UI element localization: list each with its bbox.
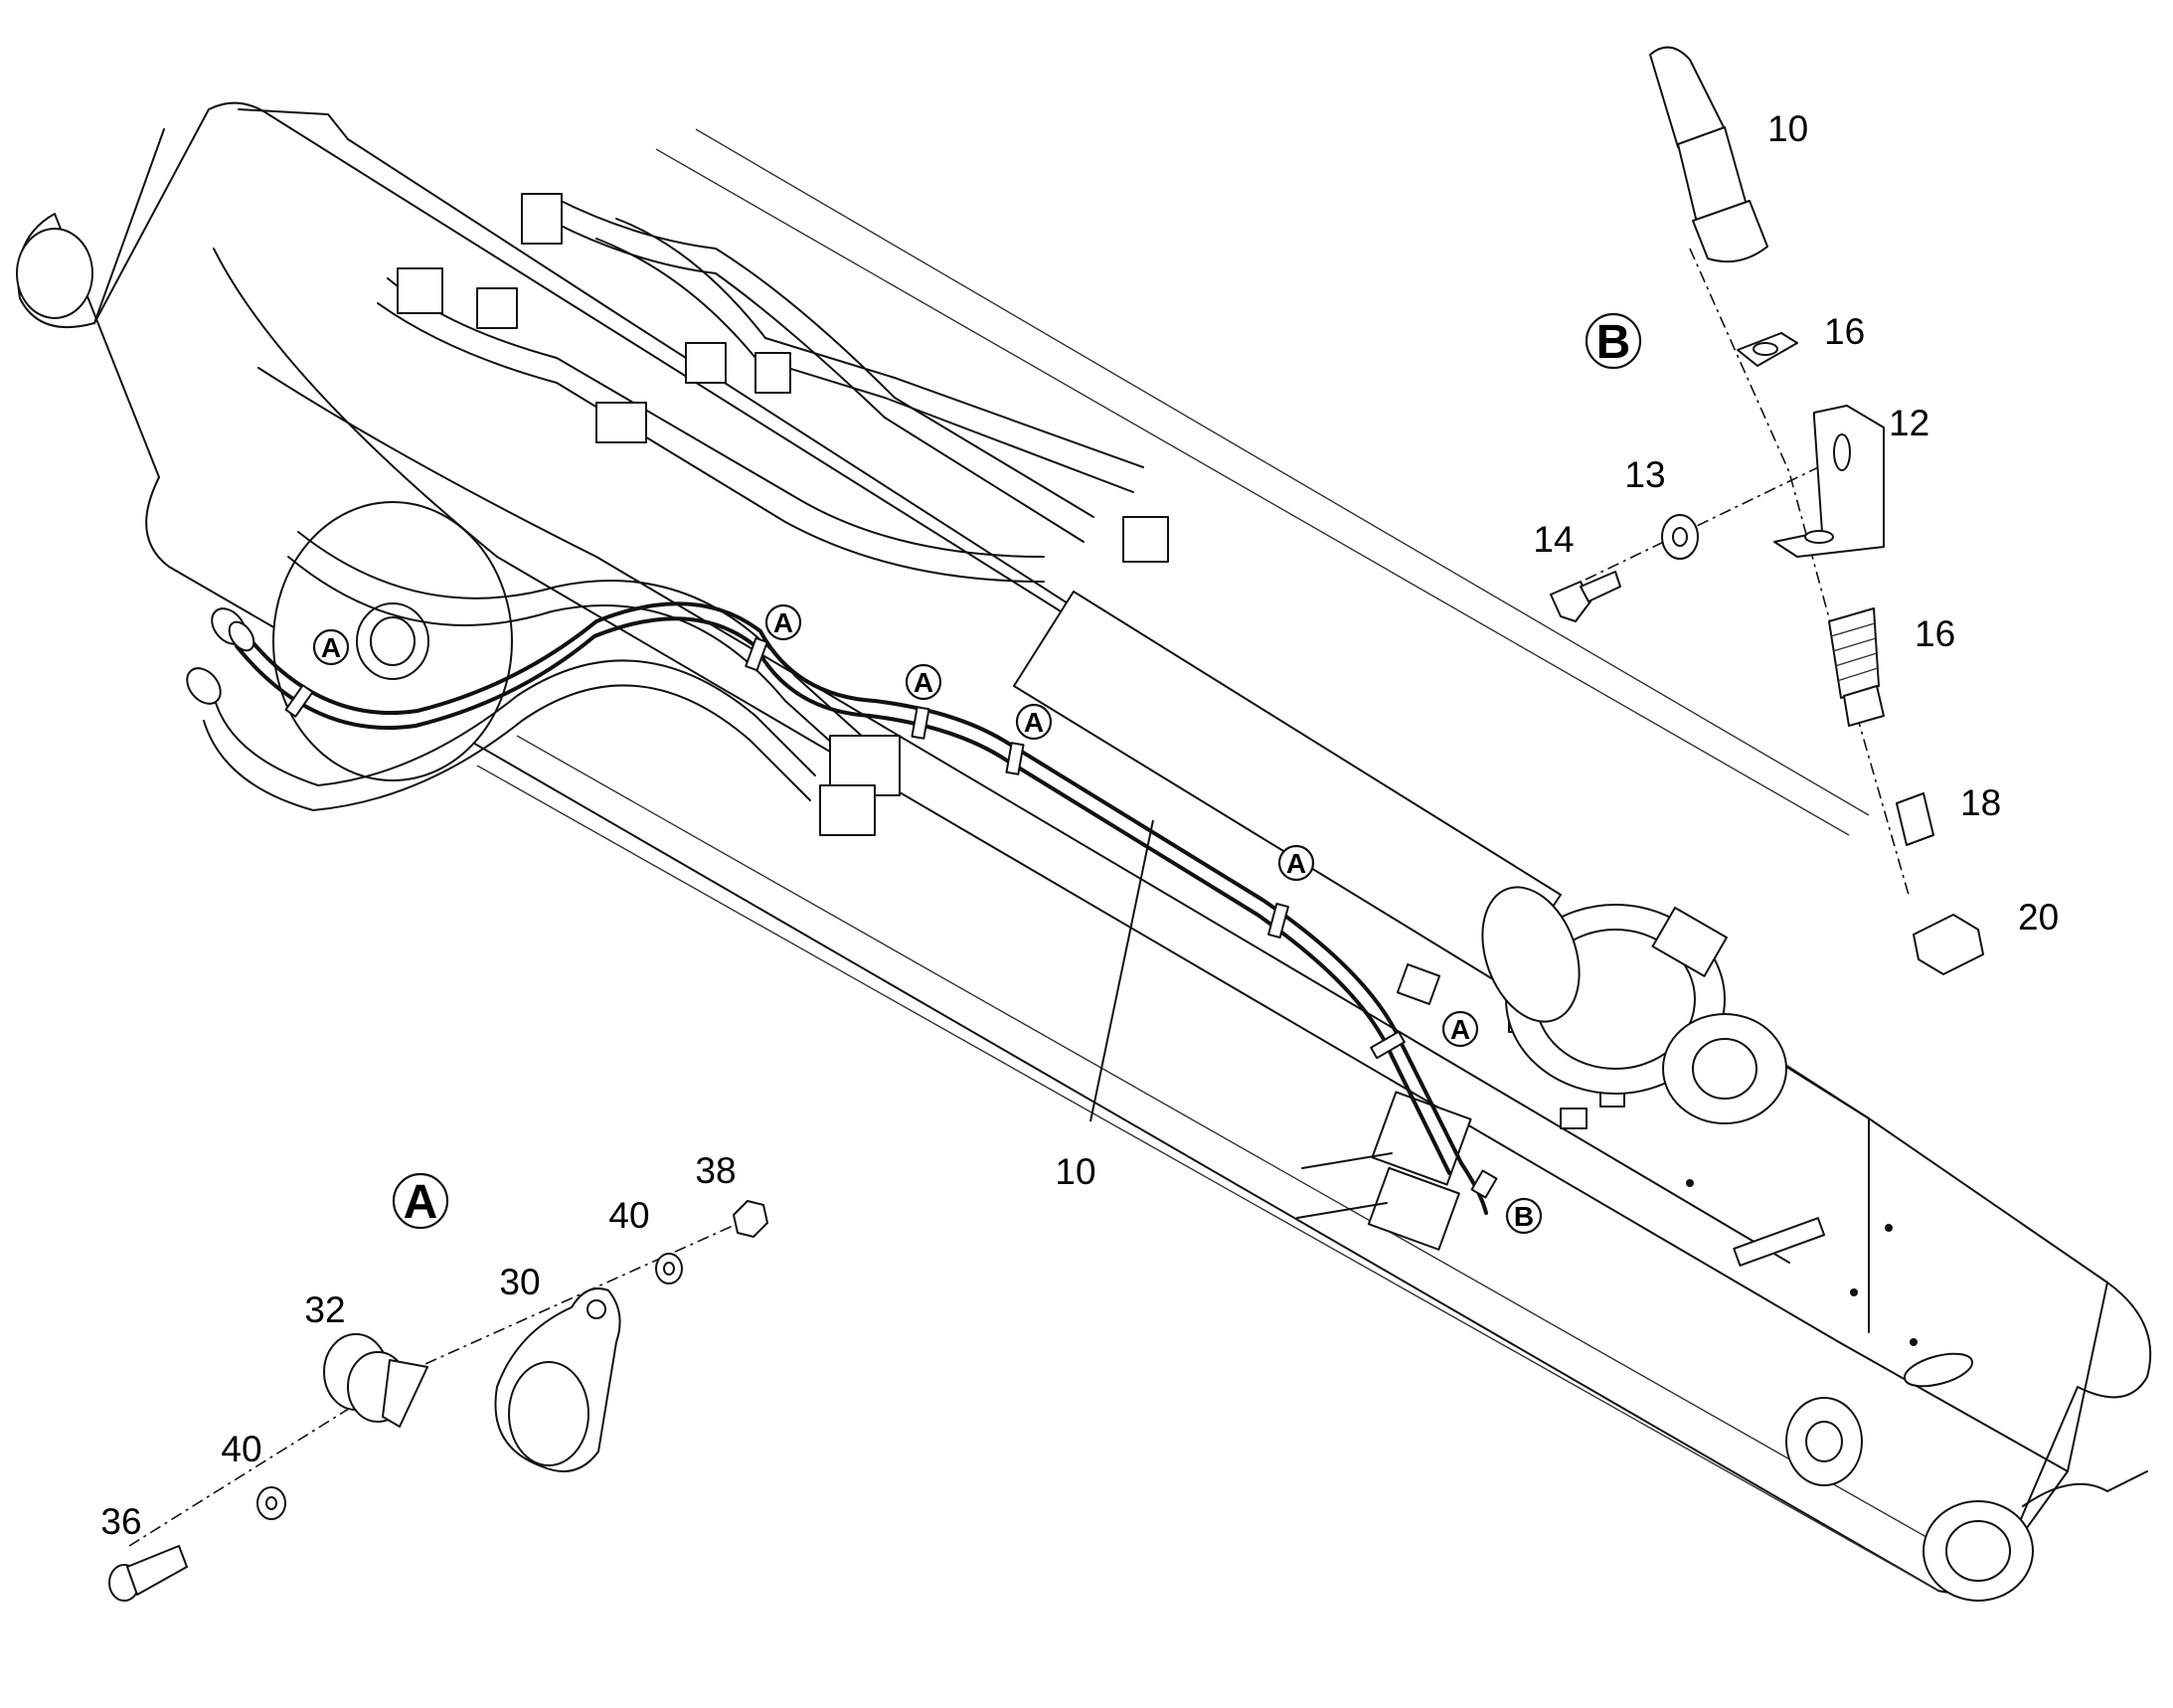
- svg-text:A: A: [321, 632, 341, 663]
- callout-20: 20: [2018, 897, 2059, 938]
- callout-12: 12: [1889, 403, 1929, 443]
- callout-18: 18: [1960, 782, 2001, 823]
- bracket-12: [1773, 405, 1885, 558]
- nut-20: [1913, 914, 1984, 975]
- hose-clip-bands: [284, 636, 1498, 1199]
- nut-38: [733, 1200, 768, 1238]
- clamp-30: [494, 1287, 621, 1472]
- detail-a: A 38 40 30 32 40 3: [100, 1150, 768, 1602]
- svg-text:A: A: [1024, 707, 1044, 738]
- clip-markers: A A A A A A B: [312, 603, 1543, 1235]
- callout-36: 36: [100, 1501, 141, 1542]
- callout-30: 30: [499, 1262, 540, 1302]
- washer-16a: [1737, 332, 1798, 367]
- leader-hose-10: [1089, 819, 1154, 1122]
- sleeve-18: [1896, 792, 1934, 846]
- svg-text:B: B: [1596, 316, 1631, 369]
- fitting-16: [1828, 607, 1885, 727]
- boom-illustration: [16, 101, 2152, 1602]
- connection-marker: B: [1505, 1197, 1543, 1235]
- hose-end-10: [1649, 46, 1768, 263]
- svg-text:A: A: [773, 607, 793, 638]
- callout-10-hose: 10: [1055, 1151, 1095, 1192]
- svg-text:A: A: [914, 667, 933, 698]
- clip-marker: A: [1015, 703, 1053, 741]
- callout-40-upper: 40: [608, 1195, 649, 1236]
- svg-text:B: B: [1514, 1201, 1534, 1232]
- callout-10-top: 10: [1767, 108, 1808, 149]
- callout-38: 38: [695, 1150, 736, 1191]
- detail-b: B 10 16 12 13: [1533, 46, 2059, 975]
- clip-marker: A: [1277, 844, 1315, 882]
- callout-40-lower: 40: [221, 1429, 261, 1469]
- callout-16-lower: 16: [1915, 613, 1955, 654]
- svg-text:A: A: [1286, 848, 1306, 879]
- clip-marker: A: [312, 628, 350, 666]
- clip-marker: A: [905, 663, 942, 701]
- callout-14: 14: [1533, 519, 1574, 560]
- callout-16-upper: 16: [1824, 311, 1865, 352]
- svg-text:A: A: [404, 1176, 438, 1229]
- screw-36: [108, 1545, 188, 1602]
- bolt-14: [1550, 571, 1621, 622]
- clip-marker: A: [764, 603, 802, 641]
- svg-text:A: A: [1450, 1014, 1470, 1045]
- cushion-32: [323, 1333, 428, 1428]
- callout-32: 32: [304, 1289, 345, 1330]
- clip-marker: A: [1441, 1010, 1479, 1048]
- callout-13: 13: [1624, 454, 1665, 495]
